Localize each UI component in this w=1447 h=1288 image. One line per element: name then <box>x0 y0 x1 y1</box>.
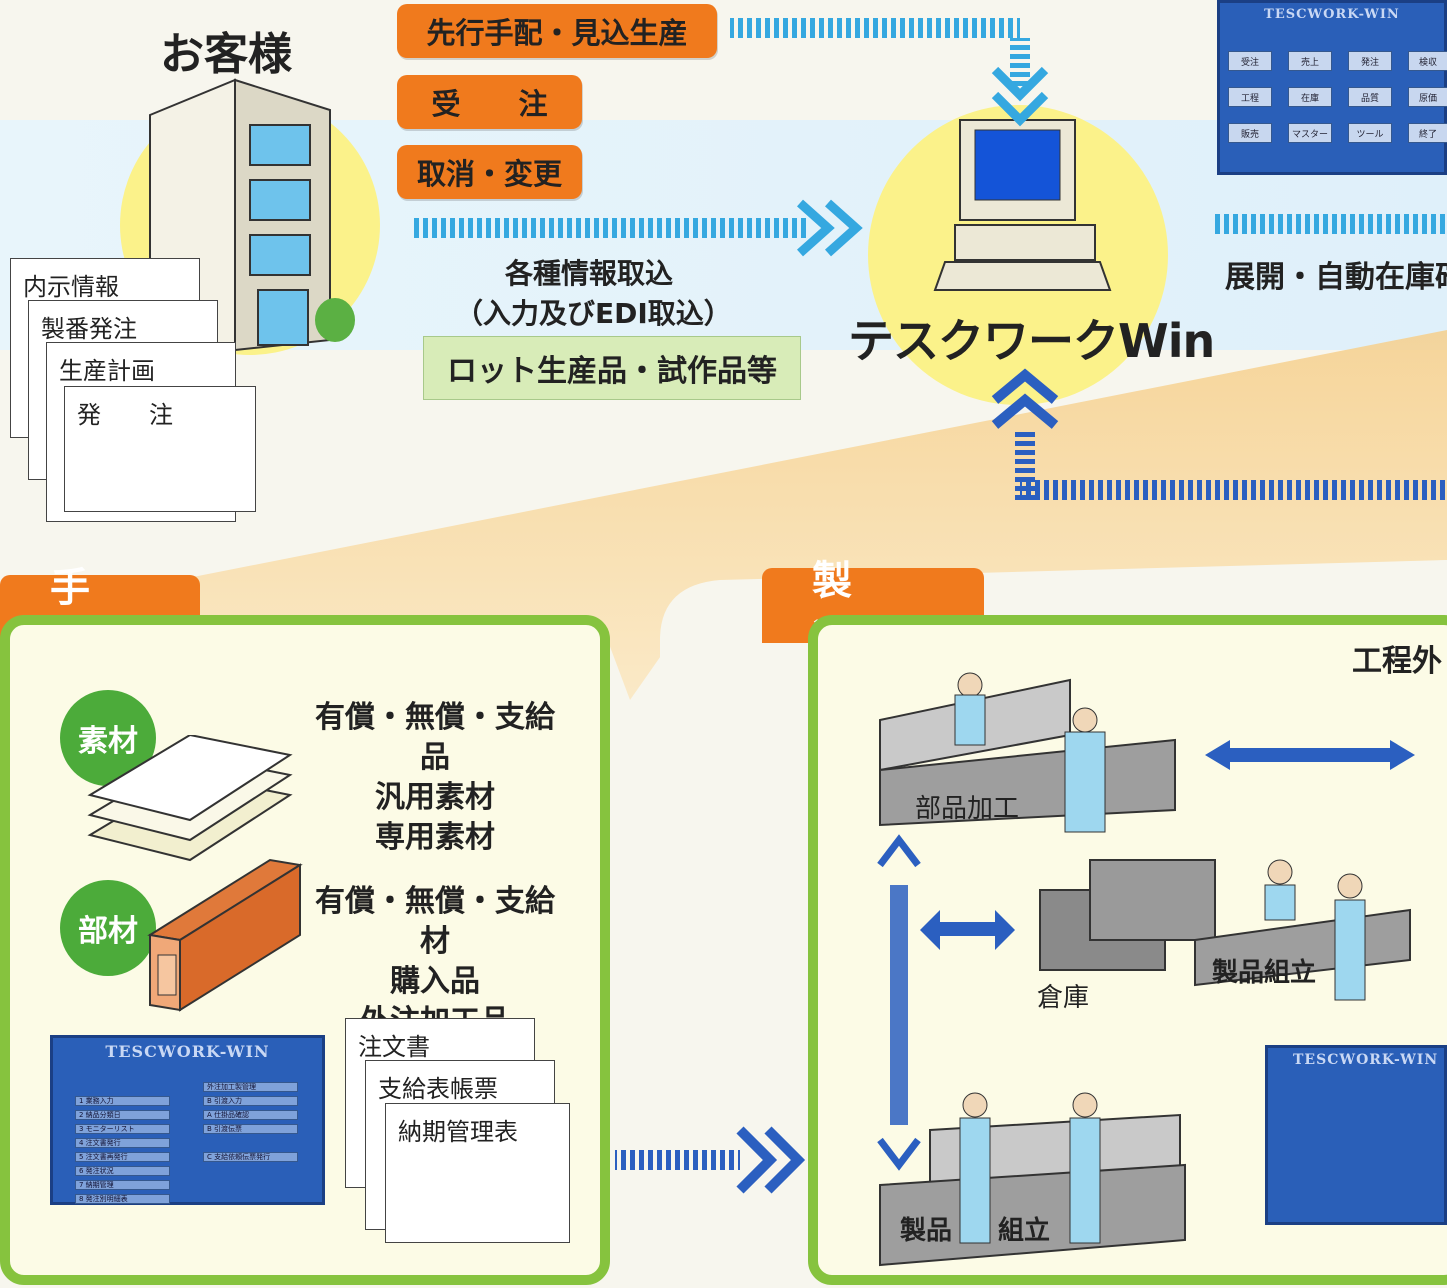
h-beam-icon <box>147 858 303 1012</box>
outside-process-label: 工程外 <box>1352 644 1442 679</box>
arrange-screen: TESCWORK-WIN 1 業務入力 2 納品分類日 3 モニターリスト 4 … <box>50 1035 325 1205</box>
station-label: 組立 <box>998 1216 1051 1246</box>
menu-button[interactable]: 品質 <box>1348 87 1392 107</box>
screen-title: TESCWORK-WIN <box>1264 7 1400 22</box>
material-item: 専用素材 <box>375 820 495 855</box>
screen-title: TESCWORK-WIN <box>105 1042 270 1061</box>
menu-button[interactable]: ツール <box>1348 123 1392 143</box>
material-list: 有償・無償・支給品 汎用素材 専用素材 <box>305 698 565 858</box>
menu-button[interactable]: 受注 <box>1228 51 1272 71</box>
expansion-label: 展開・自動在庫確 <box>1225 260 1447 295</box>
screen-row[interactable]: 6 発注状況 <box>75 1166 170 1176</box>
form-label: 納期管理表 <box>398 1118 518 1146</box>
screen-row[interactable]: 7 納期管理 <box>75 1180 170 1190</box>
doc-label: 生産計画 <box>59 357 155 385</box>
station-label: 製品 <box>900 1216 953 1246</box>
screen-title: TESCWORK-WIN <box>1293 1052 1439 1068</box>
customer-title: お客様 <box>160 29 292 80</box>
menu-button[interactable]: マスター <box>1288 123 1332 143</box>
main-menu-screen: TESCWORK-WIN 受注 売上 発注 検収 工程 在庫 品質 原価 販売 … <box>1217 0 1447 175</box>
manufacturing-screen: TESCWORK-WIN <box>1265 1045 1447 1225</box>
part-badge: 部材 <box>60 880 156 976</box>
screen-row[interactable]: 8 発注別明細表 <box>75 1194 170 1204</box>
system-name: テスクワークWin <box>848 314 1215 368</box>
lot-label: ロット生産品・試作品等 <box>423 336 801 400</box>
screen-row[interactable]: C 支給依頼伝票発行 <box>203 1152 298 1162</box>
screen-row[interactable]: 2 納品分類日 <box>75 1110 170 1120</box>
material-item: 有償・無償・支給品 <box>315 700 555 775</box>
screen-row[interactable]: 4 注文書発行 <box>75 1138 170 1148</box>
menu-button[interactable]: 検収 <box>1408 51 1447 71</box>
station-label: 製品組立 <box>1212 958 1317 988</box>
material-badge: 素材 <box>60 690 156 786</box>
menu-button[interactable]: 終了 <box>1408 123 1447 143</box>
workstations-illustration <box>877 672 1415 1267</box>
order-tag: 取消・変更 <box>397 145 582 199</box>
menu-button[interactable]: 工程 <box>1228 87 1272 107</box>
menu-button[interactable]: 原価 <box>1408 87 1447 107</box>
intake-sub-label: （入力及びEDI取込） <box>455 297 732 330</box>
doc-label: 製番発注 <box>41 315 137 343</box>
screen-row[interactable]: A 仕掛品確認 <box>203 1110 298 1120</box>
part-item: 購入品 <box>390 964 480 999</box>
order-tag: 受 注 <box>397 75 582 129</box>
sheet-stack-icon <box>87 735 293 862</box>
screen-row[interactable]: B 引渡入力 <box>203 1096 298 1106</box>
screen-row[interactable]: 外注加工製管理 <box>203 1082 298 1092</box>
part-item: 有償・無償・支給材 <box>315 884 555 959</box>
menu-button[interactable]: 販売 <box>1228 123 1272 143</box>
form-sheet: 納期管理表 <box>385 1103 570 1243</box>
station-label: 倉庫 <box>1037 983 1090 1013</box>
computer-icon <box>933 119 1112 291</box>
station-label: 部品加工 <box>915 794 1020 824</box>
form-label: 支給表帳票 <box>378 1075 498 1103</box>
material-item: 汎用素材 <box>375 780 495 815</box>
screen-row[interactable]: 5 注文書再発行 <box>75 1152 170 1162</box>
menu-button[interactable]: 在庫 <box>1288 87 1332 107</box>
doc-label: 発 注 <box>77 401 173 429</box>
intake-label: 各種情報取込 <box>505 257 674 290</box>
doc-sheet: 発 注 <box>64 386 256 512</box>
order-tag: 先行手配・見込生産 <box>397 4 717 58</box>
screen-row[interactable]: 3 モニターリスト <box>75 1124 170 1134</box>
menu-button[interactable]: 売上 <box>1288 51 1332 71</box>
doc-label: 内示情報 <box>23 273 119 301</box>
screen-row[interactable]: 1 業務入力 <box>75 1096 170 1106</box>
menu-button[interactable]: 発注 <box>1348 51 1392 71</box>
screen-row[interactable]: B 引渡伝票 <box>203 1124 298 1134</box>
form-label: 注文書 <box>358 1033 430 1061</box>
